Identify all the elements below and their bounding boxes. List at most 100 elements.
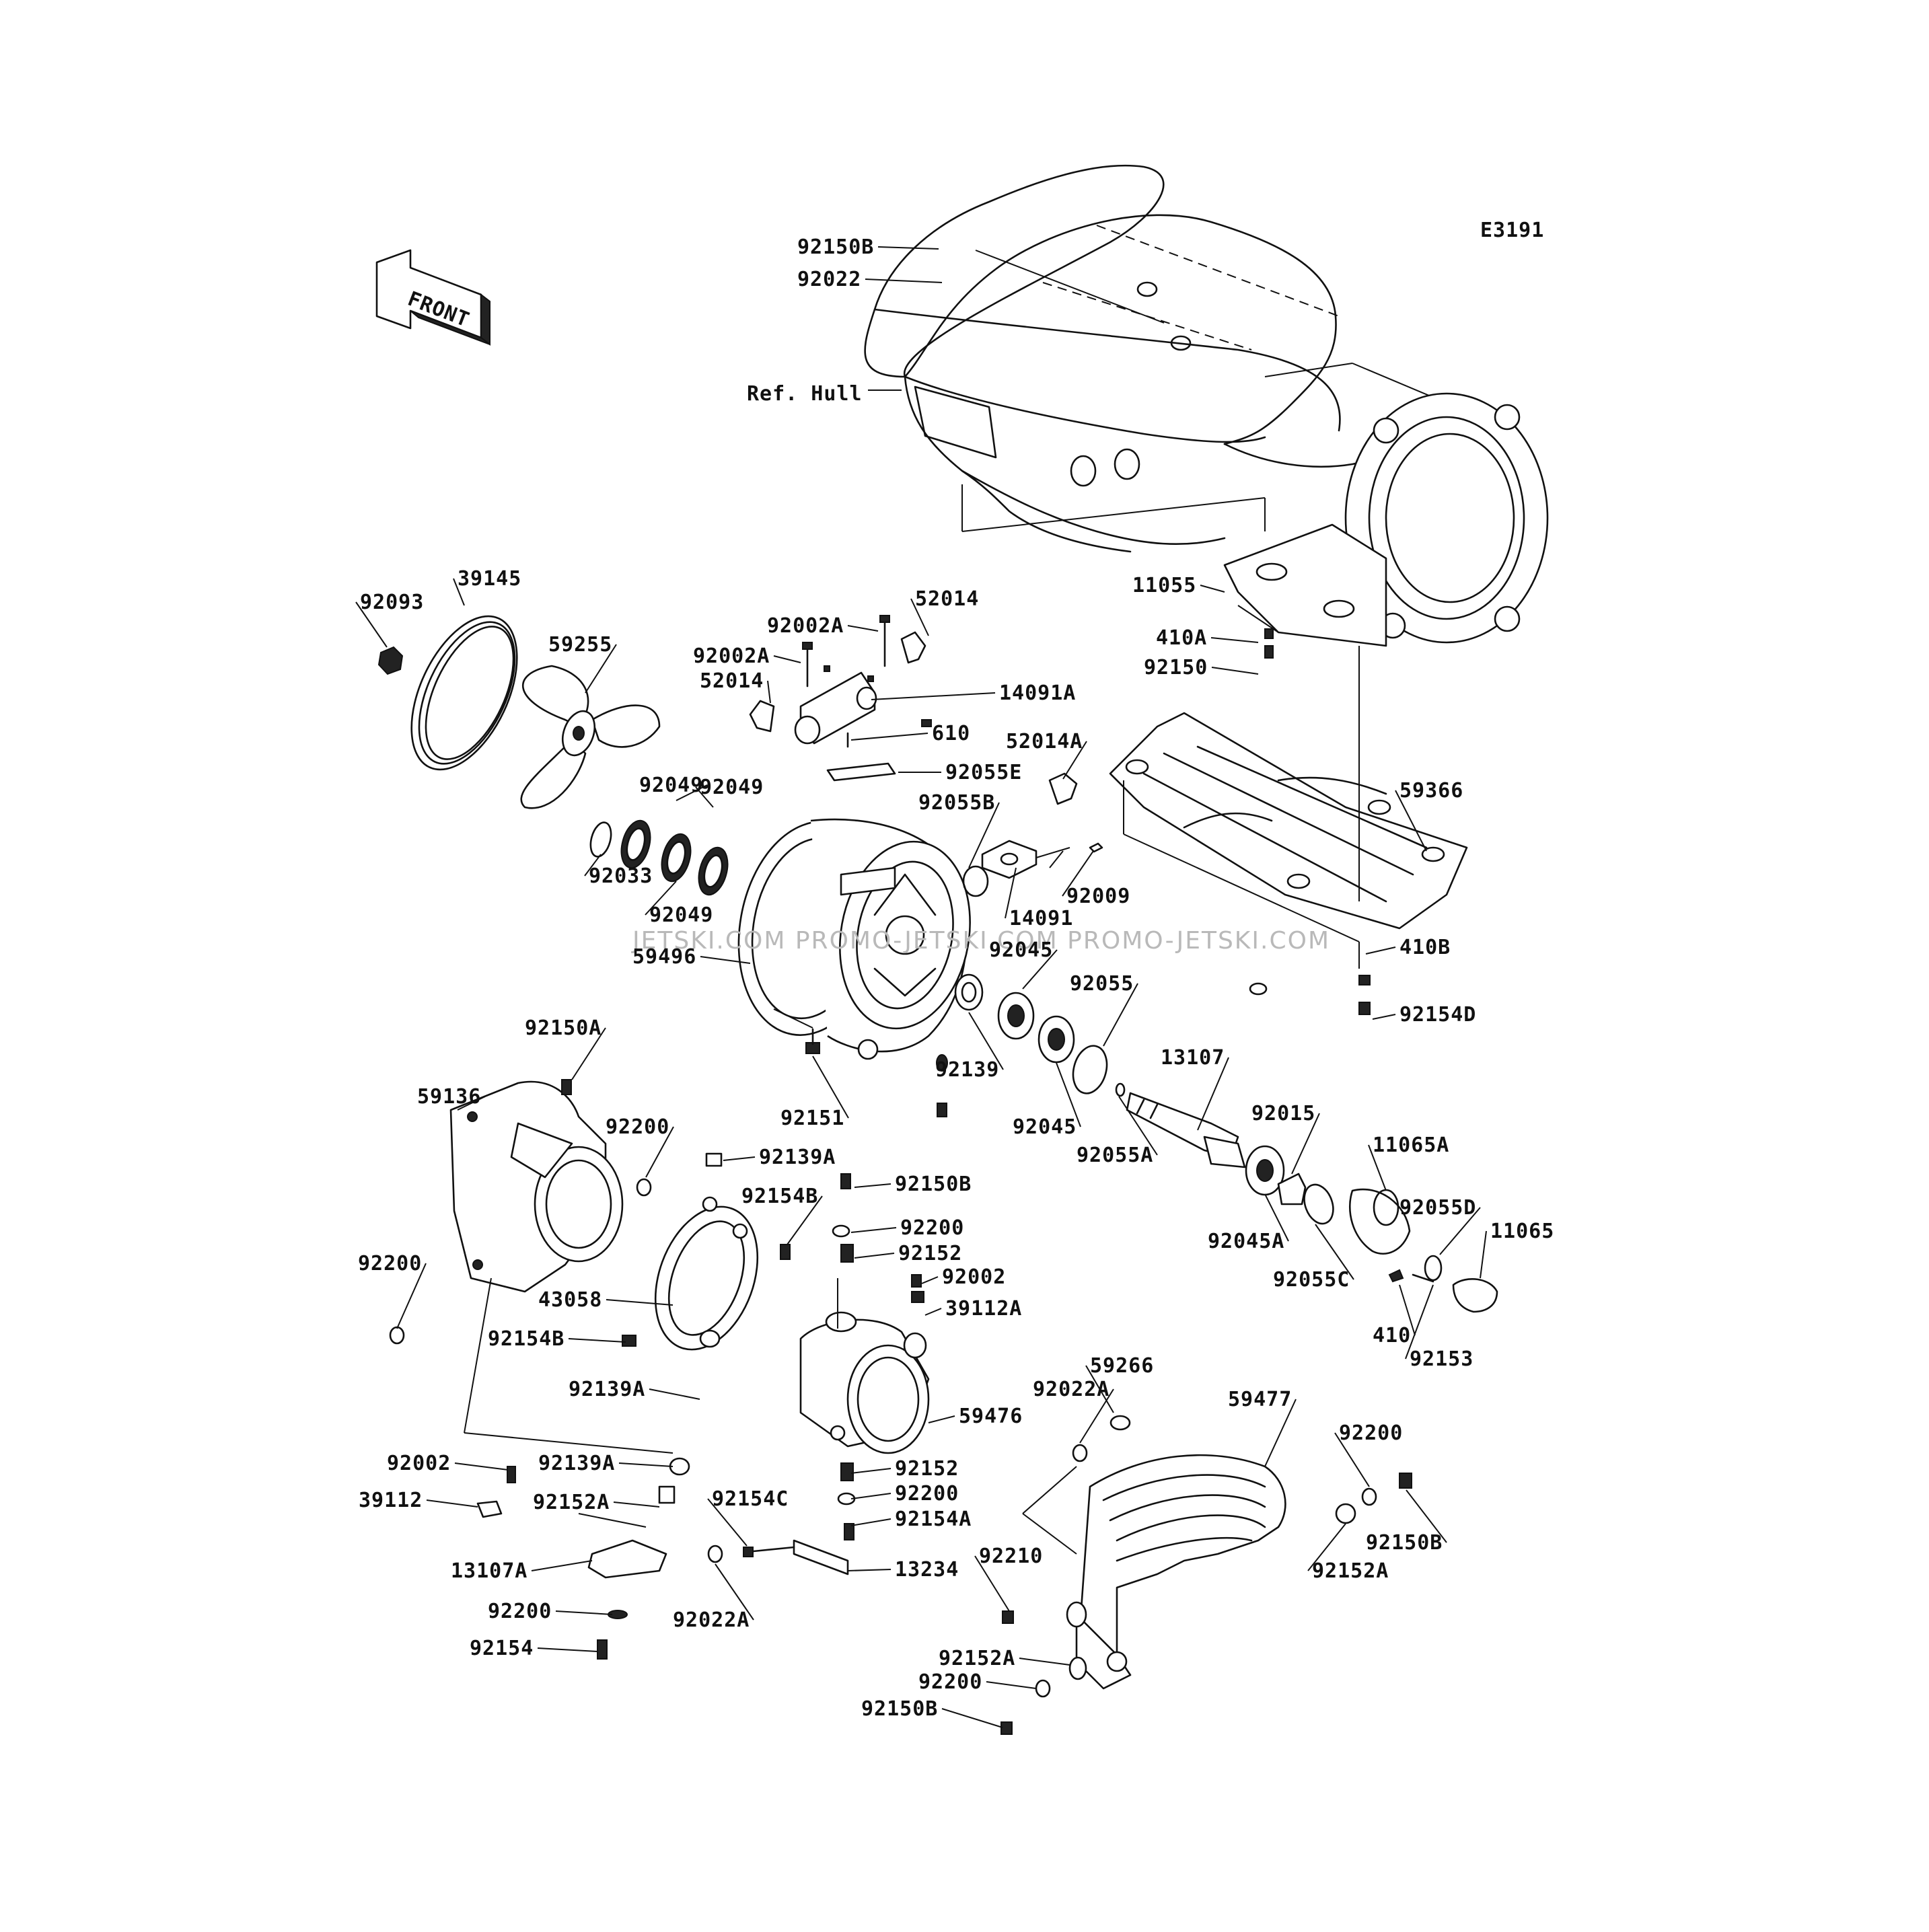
part-label-92150a: 92150A <box>525 1016 602 1040</box>
reverse-bucket-59477 <box>1022 1454 1286 1690</box>
seals-92049 <box>589 819 729 896</box>
small-fasteners <box>389 628 1412 1735</box>
part-label-92045a: 92045A <box>1208 1230 1284 1253</box>
leader-line <box>1062 741 1087 780</box>
part-label-92002: 92002 <box>387 1452 451 1475</box>
leader-line <box>1211 667 1259 675</box>
part-label-92150b: 92150B <box>797 235 874 259</box>
part-label-59366: 59366 <box>1399 779 1463 803</box>
part-label-410b: 410B <box>1399 936 1451 959</box>
leader-line <box>1079 1388 1114 1444</box>
leader-line <box>921 1276 939 1284</box>
part-label-92154d: 92154D <box>1399 1003 1476 1027</box>
part-label-92150b: 92150B <box>895 1173 972 1196</box>
part-label-92002a: 92002A <box>767 614 844 638</box>
ring-43058 <box>654 1196 759 1351</box>
leader-line <box>1103 983 1138 1047</box>
intake-grate <box>1109 646 1468 969</box>
part-label-39145: 39145 <box>458 567 521 591</box>
part-label-92022a: 92022A <box>673 1608 750 1632</box>
part-label-11055: 11055 <box>1132 574 1196 597</box>
leader-line <box>1365 946 1396 955</box>
leader-line <box>877 246 939 250</box>
part-label-92055: 92055 <box>1070 972 1134 996</box>
part-label-92002a: 92002A <box>693 644 770 668</box>
leader-line <box>695 786 714 808</box>
leader-line <box>1334 1432 1370 1487</box>
part-label-92033: 92033 <box>589 864 653 888</box>
leader-line <box>1264 1399 1297 1467</box>
part-label-92139: 92139 <box>935 1058 999 1082</box>
leader-line <box>1372 1014 1396 1020</box>
watermark-text: JETSKI.COM PROMO-JETSKI.COM PROMO-JETSKI… <box>631 927 1330 955</box>
part-label-52014: 52014 <box>915 587 979 611</box>
leader-line <box>645 1126 674 1178</box>
leader-line <box>453 578 465 606</box>
part-label-52014a: 52014A <box>1006 730 1083 753</box>
part-label-92200: 92200 <box>1339 1421 1403 1445</box>
part-label-43058: 43058 <box>538 1288 602 1312</box>
part-label-59255: 59255 <box>548 633 612 657</box>
hull-outline <box>864 164 1408 553</box>
gasket-92055E <box>826 762 896 782</box>
leader-line <box>812 1055 849 1119</box>
leader-line <box>1019 1658 1070 1666</box>
part-label-92200: 92200 <box>488 1600 552 1623</box>
part-label-92055d: 92055D <box>1399 1196 1476 1220</box>
bushing-92139 <box>954 973 984 1011</box>
leader-line <box>928 1415 955 1423</box>
steering-nozzle-59476 <box>799 1278 930 1454</box>
leader-line <box>850 1468 891 1474</box>
part-label-92153: 92153 <box>1410 1347 1473 1371</box>
part-label-92015: 92015 <box>1251 1102 1315 1125</box>
cap-11065 <box>1388 1255 1498 1313</box>
part-label-92150b: 92150B <box>861 1697 938 1721</box>
leader-line <box>986 1681 1037 1689</box>
leader-line <box>847 625 879 632</box>
part-label-92139a: 92139A <box>538 1452 615 1475</box>
cover-plate-14091 <box>962 772 1103 897</box>
leader-line <box>568 1338 626 1343</box>
leader-line <box>941 1708 1003 1728</box>
leader-line <box>676 784 708 801</box>
leader-line <box>924 1308 942 1316</box>
pump-case-59496 <box>737 818 971 1060</box>
leader-line <box>606 1299 674 1306</box>
part-label-92093: 92093 <box>360 591 424 614</box>
callout-labels: 92150B9202211055410A9215059366410B92154D… <box>358 235 1554 1721</box>
part-label-92150b: 92150B <box>1366 1531 1443 1555</box>
front-arrow-icon: FRONT <box>375 249 490 346</box>
part-label-92055a: 92055A <box>1077 1144 1153 1167</box>
part-label-13234: 13234 <box>895 1558 959 1582</box>
leader-line <box>707 1498 748 1547</box>
leader-line <box>531 1560 593 1571</box>
leader-line <box>1005 867 1017 919</box>
part-label-13107: 13107 <box>1161 1046 1225 1070</box>
diagram-code: E3191 <box>1480 219 1544 242</box>
part-label-92152: 92152 <box>898 1242 962 1265</box>
leader-line <box>767 680 771 704</box>
leader-lines-hull <box>868 250 1481 532</box>
leader-line <box>537 1647 598 1652</box>
part-label-92045: 92045 <box>989 938 1053 962</box>
part-label-410: 410 <box>1373 1324 1411 1347</box>
part-label-610: 610 <box>932 722 970 745</box>
leader-line <box>571 1027 606 1080</box>
part-label-59476: 59476 <box>959 1405 1023 1428</box>
leader-line <box>649 1388 700 1400</box>
nut-92093 <box>377 646 404 675</box>
part-label-92210: 92210 <box>979 1545 1043 1568</box>
leader-line <box>454 1462 509 1471</box>
part-label-39112a: 39112A <box>945 1297 1022 1321</box>
leader-line <box>847 1569 891 1571</box>
part-label-92154c: 92154C <box>712 1487 789 1511</box>
leader-line <box>1291 1113 1320 1175</box>
part-label-92151: 92151 <box>780 1107 844 1130</box>
part-label-92055c: 92055C <box>1273 1268 1350 1292</box>
leader-line <box>1395 790 1427 852</box>
leader-line <box>1406 1489 1447 1543</box>
leader-line <box>1480 1230 1487 1279</box>
pump-mount-housing <box>1223 392 1549 647</box>
